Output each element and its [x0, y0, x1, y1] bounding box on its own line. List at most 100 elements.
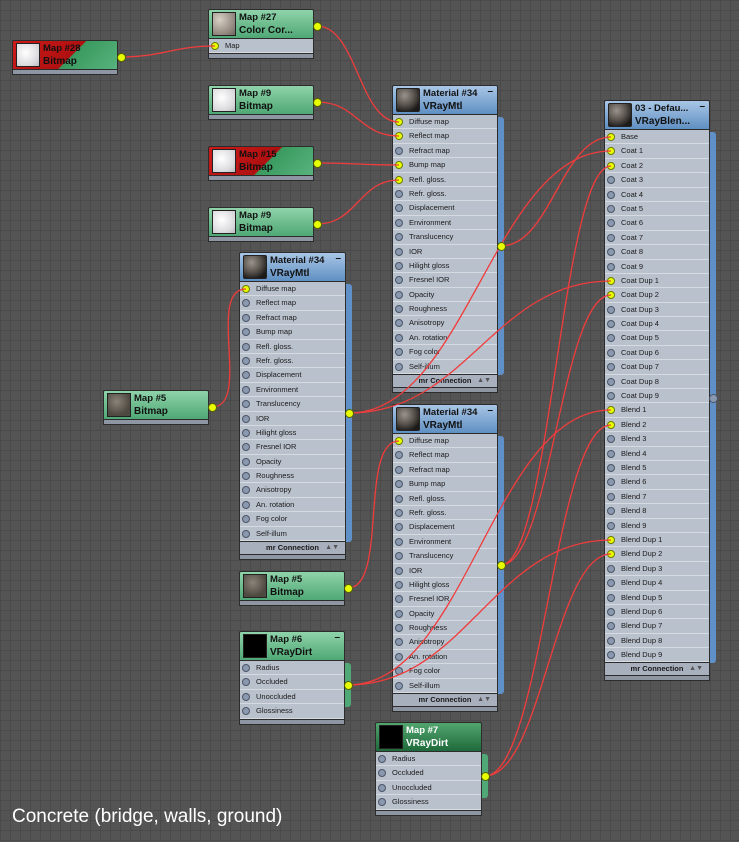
input-socket[interactable] — [395, 667, 403, 676]
output-socket[interactable] — [709, 393, 718, 403]
input-socket[interactable] — [607, 219, 615, 228]
input-socket[interactable] — [395, 552, 403, 561]
slot-row[interactable]: Blend Dup 5 — [605, 591, 709, 605]
input-socket[interactable] — [395, 362, 403, 371]
slot-row[interactable]: Coat Dup 9 — [605, 389, 709, 404]
output-socket[interactable] — [117, 53, 126, 62]
slot-row[interactable]: Reflect map — [393, 129, 497, 144]
slot-row[interactable]: Blend 7 — [605, 490, 709, 505]
input-socket[interactable] — [395, 218, 403, 227]
input-socket[interactable] — [242, 371, 250, 380]
slot-row[interactable]: Diffuse map — [393, 115, 497, 130]
rollout-arrow-icon[interactable]: ▲▼ — [477, 377, 491, 385]
mr-connection-rollout[interactable]: mr Connection▲▼ — [392, 694, 498, 708]
slot-row[interactable]: Base — [605, 130, 709, 145]
input-socket[interactable] — [242, 515, 250, 524]
input-socket[interactable] — [242, 664, 250, 672]
slot-row[interactable]: Fog color — [393, 664, 497, 679]
slot-row[interactable]: Coat 6 — [605, 216, 709, 231]
slot-row[interactable]: Bump map — [393, 477, 497, 492]
input-socket[interactable] — [607, 636, 615, 645]
node-map-28[interactable]: Map #28 Bitmap — [12, 40, 118, 75]
node-header[interactable]: Map #28 Bitmap — [12, 40, 118, 70]
slot-row[interactable]: Glossiness — [240, 704, 344, 719]
slot-row[interactable]: Refr. gloss. — [393, 506, 497, 521]
node-header[interactable]: Map #6 VRayDirt – — [239, 631, 345, 661]
slot-row[interactable]: Blend Dup 2 — [605, 547, 709, 562]
input-socket[interactable] — [395, 451, 403, 460]
input-socket[interactable] — [395, 609, 403, 618]
slot-row[interactable]: Fresnel IOR — [393, 592, 497, 607]
input-socket[interactable] — [242, 500, 250, 509]
slot-row[interactable]: Bump map — [240, 325, 345, 340]
input-socket[interactable] — [607, 492, 615, 501]
input-socket[interactable] — [395, 161, 403, 170]
slot-map[interactable]: Map — [209, 39, 313, 54]
input-socket[interactable] — [378, 769, 386, 778]
input-socket[interactable] — [607, 248, 615, 257]
slot-row[interactable]: Roughness — [393, 621, 497, 636]
input-socket[interactable] — [395, 276, 403, 285]
node-header[interactable]: Map #5 Bitmap — [103, 390, 209, 420]
output-socket[interactable] — [208, 403, 217, 412]
slot-row[interactable]: Coat Dup 2 — [605, 288, 709, 303]
input-socket[interactable] — [242, 285, 250, 293]
slot-row[interactable]: Self-illum — [393, 360, 497, 375]
input-socket[interactable] — [607, 204, 615, 213]
node-header[interactable]: Map #9 Bitmap — [208, 207, 314, 237]
input-socket[interactable] — [395, 652, 403, 661]
input-socket[interactable] — [607, 291, 615, 300]
input-socket[interactable] — [242, 472, 250, 481]
slot-row[interactable]: Translucency — [393, 549, 497, 564]
slot-row[interactable]: Self-illum — [240, 527, 345, 542]
input-socket[interactable] — [395, 204, 403, 213]
rollout-arrow-icon[interactable]: ▲▼ — [689, 665, 703, 673]
input-socket[interactable] — [395, 333, 403, 342]
slot-row[interactable]: Self-illum — [393, 679, 497, 694]
node-header[interactable]: Material #34 VRayMtl – — [392, 85, 498, 115]
output-socket[interactable] — [345, 409, 354, 418]
slot-row[interactable]: Hilight gloss — [393, 578, 497, 593]
input-socket[interactable] — [395, 175, 403, 184]
input-socket[interactable] — [378, 783, 386, 792]
slot-row[interactable]: Coat 5 — [605, 202, 709, 217]
input-socket[interactable] — [395, 523, 403, 532]
minimize-icon[interactable]: – — [487, 86, 493, 97]
node-map-9[interactable]: Map #9 Bitmap — [208, 85, 314, 120]
output-socket[interactable] — [313, 22, 322, 31]
slot-row[interactable]: Translucency — [393, 230, 497, 245]
node-header[interactable]: Material #34 VRayMtl – — [239, 252, 346, 282]
slot-row[interactable]: Reflect map — [240, 296, 345, 311]
slot-row[interactable]: Blend 6 — [605, 475, 709, 490]
input-socket[interactable] — [378, 798, 386, 807]
output-socket[interactable] — [313, 98, 322, 107]
slot-row[interactable]: Translucency — [240, 397, 345, 412]
slot-row[interactable]: Refl. gloss. — [393, 173, 497, 187]
input-socket[interactable] — [607, 348, 615, 357]
slot-row[interactable]: Fresnel IOR — [393, 273, 497, 288]
minimize-icon[interactable]: – — [699, 101, 705, 112]
input-socket[interactable] — [395, 595, 403, 604]
input-socket[interactable] — [242, 692, 250, 701]
slot-row[interactable]: Blend Dup 7 — [605, 619, 709, 634]
slot-row[interactable]: Blend Dup 9 — [605, 648, 709, 663]
slot-row[interactable]: Unoccluded — [240, 690, 344, 705]
node-map-9[interactable]: Map #9 Bitmap — [208, 207, 314, 242]
slot-row[interactable]: IOR — [240, 412, 345, 426]
input-socket[interactable] — [607, 435, 615, 444]
input-socket[interactable] — [395, 290, 403, 299]
input-socket[interactable] — [607, 550, 615, 559]
output-socket[interactable] — [481, 772, 490, 781]
input-socket[interactable] — [242, 313, 250, 322]
input-socket[interactable] — [607, 334, 615, 343]
slot-row[interactable]: An. rotation — [393, 650, 497, 665]
slot-row[interactable]: An. rotation — [393, 331, 497, 346]
input-socket[interactable] — [607, 507, 615, 516]
slot-row[interactable]: Fog color — [393, 345, 497, 360]
rollout-arrow-icon[interactable]: ▲▼ — [477, 696, 491, 704]
slot-row[interactable]: Roughness — [393, 302, 497, 317]
input-socket[interactable] — [395, 566, 403, 575]
